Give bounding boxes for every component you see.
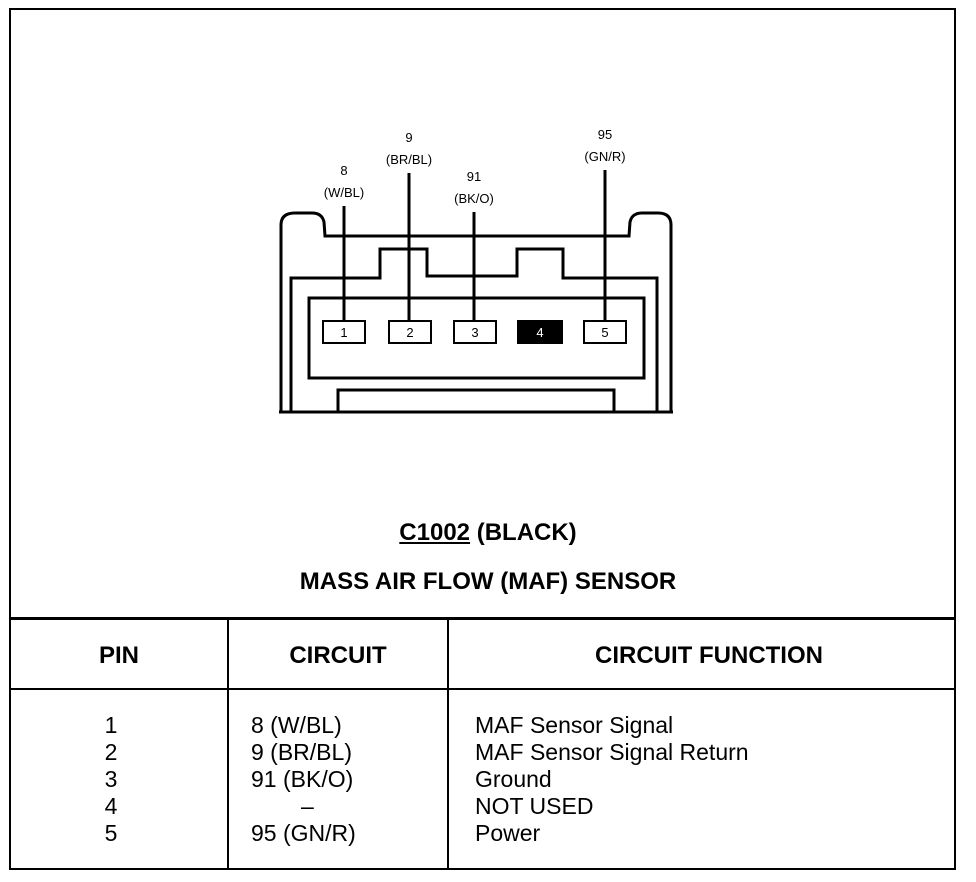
- connector-keyway: [289, 247, 659, 412]
- pin-number: 4: [536, 325, 543, 340]
- table-cell-function: MAF Sensor Signal Return: [475, 739, 749, 765]
- wire-label: 91 (BK/O): [434, 166, 514, 210]
- wire-label: 8 (W/BL): [304, 160, 384, 204]
- pin-box: [388, 320, 432, 344]
- pin-box: [322, 320, 366, 344]
- wire-color-code: (BR/BL): [385, 152, 433, 167]
- header-pin: PIN: [98, 642, 139, 669]
- table-cell-pin: 3: [104, 766, 118, 792]
- table-cell-function: Power: [475, 820, 541, 846]
- function-column: MAF Sensor Signal MAF Sensor Signal Retu…: [475, 712, 945, 847]
- table-cell-circuit: 8 (W/BL): [251, 712, 342, 738]
- wire-label: 9 (BR/BL): [369, 127, 449, 171]
- header-function: CIRCUIT FUNCTION: [595, 642, 823, 669]
- wire-color-code: (W/BL): [323, 185, 365, 200]
- table-top-border: [11, 617, 956, 620]
- pin-box: [583, 320, 627, 344]
- component-name: MASS AIR FLOW (MAF) SENSOR: [299, 568, 677, 595]
- table-cell-function: MAF Sensor Signal: [475, 712, 674, 738]
- wire-circuit-number: 9: [405, 130, 413, 145]
- table-header: PIN CIRCUIT CIRCUIT FUNCTION: [11, 620, 954, 688]
- pin-number: 2: [406, 325, 413, 340]
- table-cell-pin: 2: [104, 739, 118, 765]
- pin-4: 4: [517, 320, 563, 344]
- connector-code: C1002: [399, 519, 471, 546]
- table-cell-circuit: 91 (BK/O): [251, 766, 354, 792]
- wire-circuit-number: 8: [340, 163, 348, 178]
- connector-housing: [279, 211, 673, 412]
- header-circuit: CIRCUIT: [289, 642, 387, 669]
- table-cell-circuit: 95 (GN/R): [251, 820, 356, 846]
- pin-5: 5: [583, 320, 627, 344]
- table-cell-circuit: 9 (BR/BL): [251, 739, 352, 765]
- wire-color-code: (BK/O): [454, 191, 494, 206]
- pin-3: 3: [453, 320, 497, 344]
- table-cell-function: Ground: [475, 766, 552, 792]
- connector-title: C1002 (BLACK): [0, 519, 976, 547]
- table-cell-circuit: –: [301, 793, 314, 819]
- table-cell-function: NOT USED: [475, 793, 594, 819]
- pin-2: 2: [388, 320, 432, 344]
- connector-latch: [336, 388, 616, 412]
- diagram-frame: [9, 8, 956, 870]
- table-cell-pin: 4: [104, 793, 118, 819]
- circuit-column: 8 (W/BL) 9 (BR/BL) 91 (BK/O) – 95 (GN/R): [251, 712, 441, 847]
- table-cell-pin: 5: [104, 820, 118, 846]
- pin-cavity-box: [307, 296, 646, 380]
- pin-number: 1: [340, 325, 347, 340]
- pin-number: 3: [471, 325, 478, 340]
- pin-column: 1 2 3 4 5: [90, 712, 132, 847]
- wire-color-code: (GN/R): [584, 149, 626, 164]
- wire-circuit-number: 91: [466, 169, 482, 184]
- wire-circuit-number: 95: [597, 127, 613, 142]
- table-col-divider-2: [447, 619, 449, 870]
- connector-color: (BLACK): [476, 519, 577, 546]
- table-col-divider-1: [227, 619, 229, 870]
- table-header-divider: [11, 688, 956, 690]
- pin-1: 1: [322, 320, 366, 344]
- wire-label: 95 (GN/R): [565, 124, 645, 168]
- pin-box: [453, 320, 497, 344]
- table-cell-pin: 1: [104, 712, 118, 738]
- pin-number: 5: [601, 325, 608, 340]
- pin-box: [517, 320, 563, 344]
